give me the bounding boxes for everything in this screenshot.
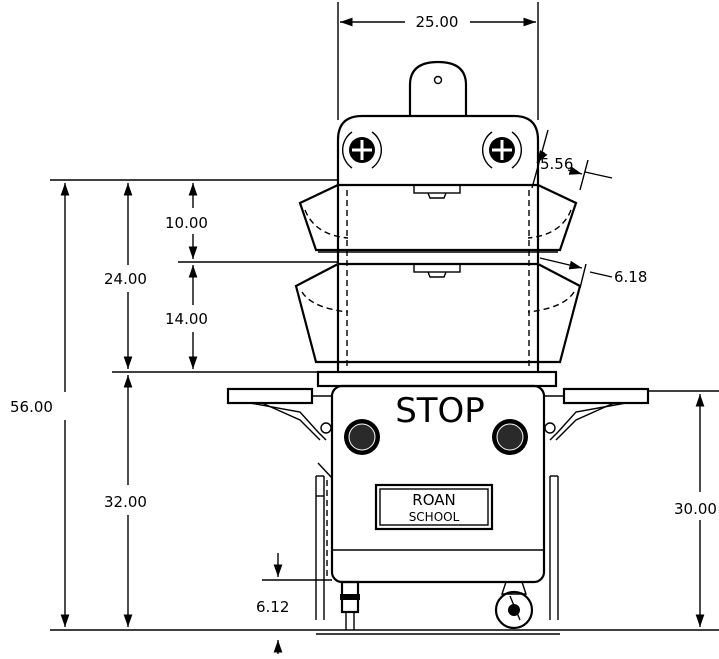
dim-label-lower: 32.00 bbox=[104, 493, 147, 511]
dim-label-tier2: 14.00 bbox=[165, 310, 208, 328]
school-sign: ROAN SCHOOL bbox=[374, 483, 494, 531]
dim-base-offset: 6.12 bbox=[256, 553, 332, 654]
sign-line2: SCHOOL bbox=[409, 510, 460, 524]
right-tray bbox=[544, 387, 650, 441]
dim-right-height: 30.00 bbox=[560, 390, 719, 631]
tier1-latch-icon bbox=[413, 184, 461, 199]
dim-label-base: 6.12 bbox=[256, 598, 289, 616]
cart-body: STOP ROAN SCHOOL bbox=[226, 384, 650, 620]
dim-label-right: 30.00 bbox=[674, 500, 717, 518]
dim-label-upper: 24.00 bbox=[104, 270, 147, 288]
left-lamp-icon bbox=[342, 131, 382, 169]
dim-lower-section: 32.00 bbox=[104, 375, 147, 627]
dim-side-lower: 6.18 bbox=[539, 257, 647, 289]
left-caster-icon bbox=[340, 580, 360, 630]
sign-line1: ROAN bbox=[412, 491, 455, 509]
right-bracket-icon bbox=[544, 422, 556, 434]
dim-overall-height: 56.00 bbox=[10, 179, 338, 631]
dim-label-side-lower: 6.18 bbox=[614, 268, 647, 286]
top-crown bbox=[336, 114, 540, 180]
right-caster-icon bbox=[494, 581, 534, 630]
mount-hole-icon bbox=[433, 75, 443, 85]
dim-overall-width: 25.00 bbox=[337, 2, 539, 120]
upper-column bbox=[294, 180, 582, 388]
dim-tier2: 14.00 bbox=[165, 265, 208, 369]
left-stop-lamp-icon bbox=[344, 419, 380, 455]
dim-side-upper: 5.56 bbox=[531, 129, 613, 191]
ground-line bbox=[316, 629, 560, 635]
right-lamp-icon bbox=[482, 131, 522, 169]
right-stop-lamp-icon bbox=[492, 419, 528, 455]
dim-upper-section: 24.00 bbox=[104, 183, 318, 373]
dim-label-overall-height: 56.00 bbox=[10, 398, 53, 416]
dim-label-side-upper: 5.56 bbox=[540, 155, 573, 173]
dim-tier1: 10.00 bbox=[165, 183, 338, 263]
beacon-mount bbox=[408, 60, 468, 115]
tier2-latch-icon bbox=[413, 263, 461, 278]
left-tray bbox=[226, 387, 332, 441]
dim-label-width: 25.00 bbox=[416, 13, 459, 31]
left-bracket-icon bbox=[320, 422, 332, 434]
stop-label: STOP bbox=[395, 391, 485, 431]
dim-label-tier1: 10.00 bbox=[165, 214, 208, 232]
